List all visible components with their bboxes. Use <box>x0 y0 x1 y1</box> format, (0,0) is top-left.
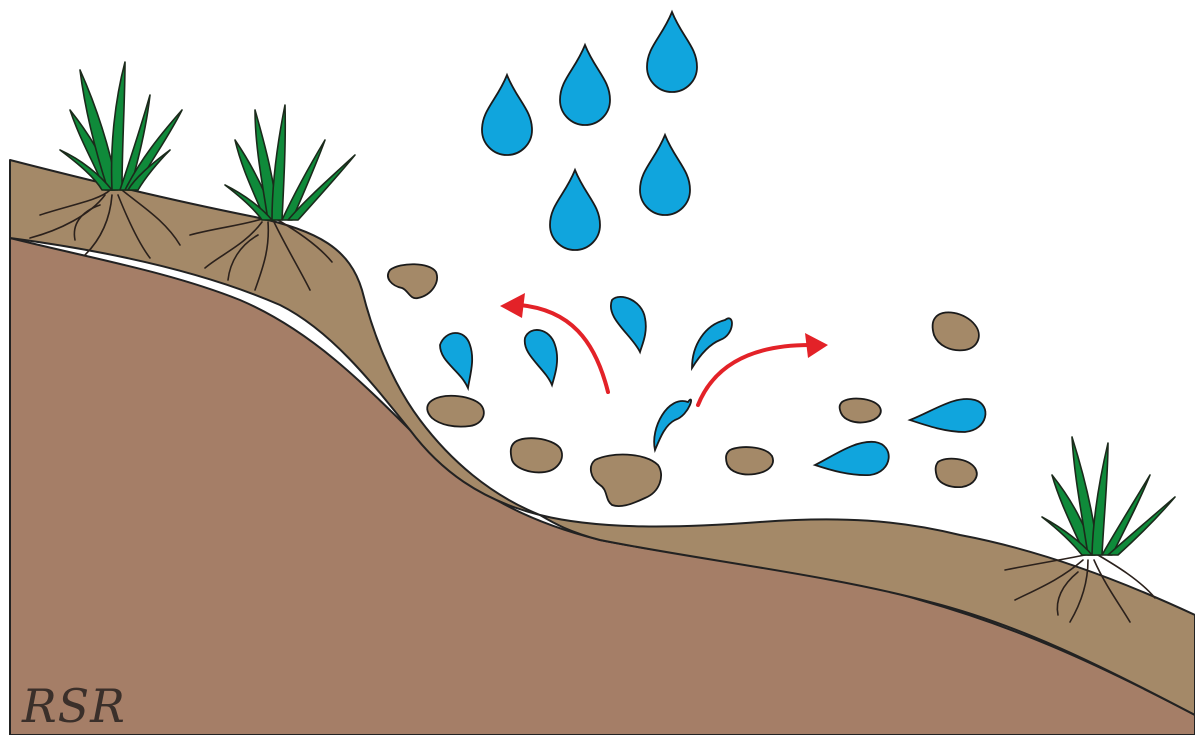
grass-tuft-icon <box>60 62 182 190</box>
raindrop-icon <box>640 135 690 215</box>
soil-particle-icon <box>427 396 484 427</box>
soil-particle-icon <box>933 312 979 350</box>
grass-tuft-icon <box>1042 437 1175 555</box>
soil-particle-icon <box>936 459 977 488</box>
raindrop-icon <box>550 170 600 250</box>
soil-particle-icon <box>511 438 562 472</box>
grass-tuft-icon <box>225 105 355 220</box>
splash-droplet-icon <box>525 330 557 385</box>
splash-droplet-icon <box>692 318 732 368</box>
splash-droplet-icon <box>910 399 985 432</box>
splash-droplet-icon <box>654 400 691 450</box>
splash-droplet-icon <box>611 297 646 352</box>
splash-droplet-icon <box>815 442 889 475</box>
soil-particles <box>388 264 979 506</box>
soil-particle-icon <box>840 399 881 423</box>
soil-particle-icon <box>591 455 661 507</box>
curved-arrow-icon <box>698 333 828 405</box>
soil-particle-icon <box>388 264 437 298</box>
raindrop-icon <box>560 45 610 125</box>
signature: RSR <box>21 679 126 733</box>
raindrop-icon <box>482 75 532 155</box>
splash-droplet-icon <box>440 333 472 388</box>
soil-particle-icon <box>726 447 773 474</box>
raindrop-icon <box>647 12 697 92</box>
raindrops <box>482 12 697 250</box>
